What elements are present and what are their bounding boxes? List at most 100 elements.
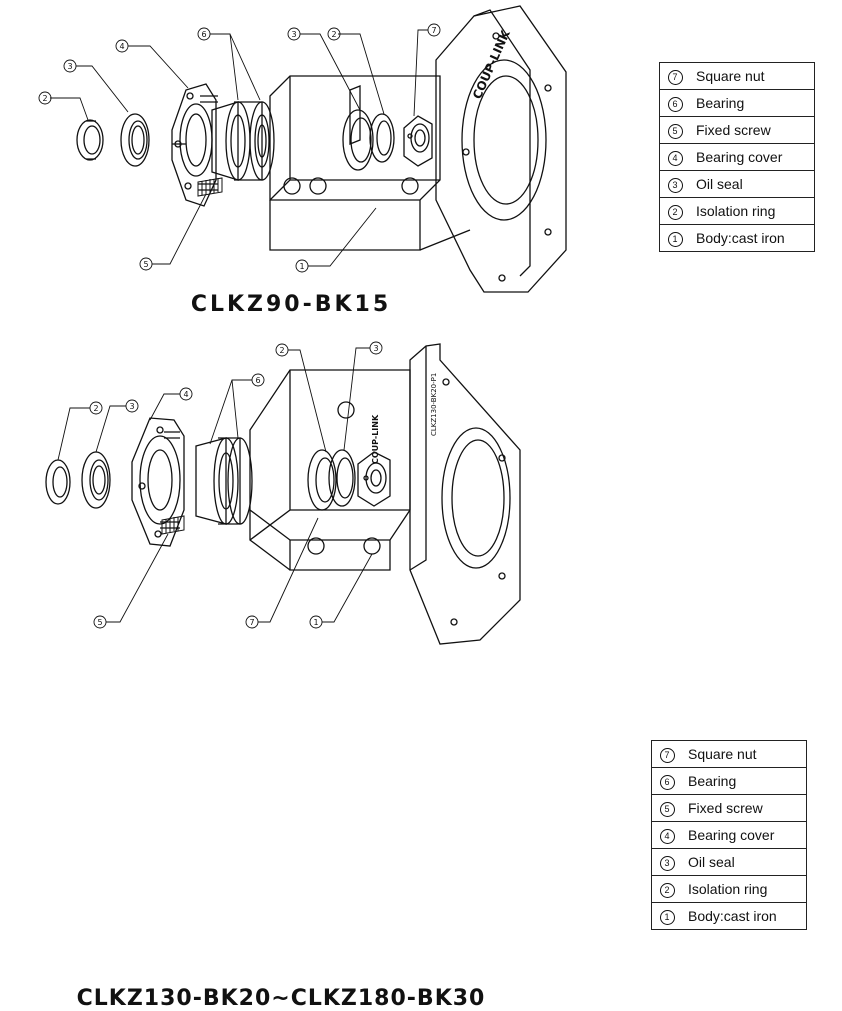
legend-row: 2 Isolation ring: [659, 197, 815, 225]
legend-label: Oil seal: [682, 848, 807, 876]
legend-number-badge: 6: [659, 775, 675, 790]
bottom-model-title: CLKZ130-BK20~CLKZ180-BK30: [76, 986, 486, 1011]
body-part: [269, 75, 471, 251]
bearing-part: [195, 437, 253, 525]
legend-number-badge: 6: [667, 97, 683, 112]
legend-row: 3 Oil seal: [659, 170, 815, 198]
legend-label: Oil seal: [690, 170, 815, 198]
top-callouts: [38, 23, 441, 273]
legend-number-badge: 5: [659, 802, 675, 817]
legend-number: 4: [651, 821, 682, 849]
fixed-screw-part: [161, 515, 185, 535]
legend-row: 4 Bearing cover: [659, 143, 815, 171]
legend-number-badge: 4: [667, 151, 683, 166]
legend-number-badge: 2: [667, 205, 683, 220]
top-legend-table: 7 Square nut 6 Bearing 5 Fixed screw 4 Bearing …: [659, 62, 815, 252]
legend-label: Fixed screw: [682, 794, 807, 822]
oil-seal-part: [120, 113, 150, 167]
legend-row: 5 Fixed screw: [651, 794, 807, 822]
legend-row: 7 Square nut: [659, 62, 815, 90]
legend-number: 1: [659, 224, 690, 252]
top-callout-2a: 2: [42, 94, 47, 103]
top-callout-7: 7: [431, 26, 436, 35]
legend-number: 1: [651, 902, 682, 930]
legend-label: Body:cast iron: [690, 224, 815, 252]
top-callout-6: 6: [201, 30, 206, 39]
legend-number: 6: [659, 89, 690, 117]
legend-label: Bearing cover: [682, 821, 807, 849]
bottom-model-text: CLKZ130-BK20-P1: [430, 373, 438, 436]
top-model-title: CLKZ90-BK15: [190, 292, 392, 317]
fixed-screw-part: [197, 177, 223, 197]
legend-number: 7: [651, 740, 682, 768]
top-callout-4: 4: [119, 42, 124, 51]
legend-number-badge: 4: [659, 829, 675, 844]
bottom-callout-2b: 2: [279, 346, 284, 355]
legend-number: 7: [659, 62, 690, 90]
bottom-callout-3b: 3: [373, 344, 378, 353]
legend-number: 2: [659, 197, 690, 225]
bottom-callout-6: 6: [255, 376, 260, 385]
legend-row: 1 Body:cast iron: [651, 902, 807, 930]
bottom-leader-lines: [57, 347, 373, 623]
top-callout-1: 1: [299, 262, 304, 271]
flange-plate-part: [409, 343, 521, 645]
legend-number-badge: 1: [667, 232, 683, 247]
bottom-diagram-panel: 2 3 4 6 2 3 5 7 1 COUP-LINK CLKZ130-BK20…: [0, 340, 842, 1011]
oil-seal-part: [81, 451, 111, 509]
legend-row: 6 Bearing: [651, 767, 807, 795]
bottom-callouts: [89, 341, 383, 629]
legend-number-badge: 5: [667, 124, 683, 139]
square-nut-part: [357, 451, 391, 507]
legend-label: Square nut: [690, 62, 815, 90]
inner-seal-parts: [307, 449, 356, 511]
isolation-ring-part: [45, 459, 71, 505]
top-callout-2b: 2: [331, 30, 336, 39]
bearing-cover-part: [131, 417, 185, 547]
legend-row: 5 Fixed screw: [659, 116, 815, 144]
bearing-cover-part: [171, 83, 218, 207]
legend-label: Body:cast iron: [682, 902, 807, 930]
isolation-ring-part: [76, 119, 104, 161]
legend-label: Bearing: [682, 767, 807, 795]
legend-number-badge: 3: [659, 856, 675, 871]
bottom-callout-4: 4: [183, 390, 188, 399]
legend-number: 6: [651, 767, 682, 795]
legend-label: Bearing cover: [690, 143, 815, 171]
bottom-brand-text: COUP-LINK: [371, 414, 380, 464]
legend-number: 5: [651, 794, 682, 822]
bottom-callout-1: 1: [313, 618, 318, 627]
legend-number: 5: [659, 116, 690, 144]
legend-row: 4 Bearing cover: [651, 821, 807, 849]
legend-number: 4: [659, 143, 690, 171]
bottom-callout-2a: 2: [93, 404, 98, 413]
legend-number-badge: 1: [659, 910, 675, 925]
legend-row: 3 Oil seal: [651, 848, 807, 876]
legend-number: 2: [651, 875, 682, 903]
legend-label: Fixed screw: [690, 116, 815, 144]
bottom-exploded-view: 2 3 4 6 2 3 5 7 1 COUP-LINK CLKZ130-BK20…: [45, 341, 521, 645]
bottom-callout-5: 5: [97, 618, 102, 627]
legend-label: Isolation ring: [690, 197, 815, 225]
legend-number: 3: [659, 170, 690, 198]
inner-seal-parts: [342, 109, 395, 171]
legend-label: Isolation ring: [682, 875, 807, 903]
square-nut-part: [403, 115, 433, 167]
top-diagram-panel: 2 3 4 6 3 2 7 5 1 COUP-LINK CLKZ90-BK15 …: [0, 0, 842, 340]
top-callout-3b: 3: [291, 30, 296, 39]
bottom-callout-3a: 3: [129, 402, 134, 411]
legend-number-badge: 7: [667, 70, 683, 85]
legend-label: Bearing: [690, 89, 815, 117]
top-callout-3a: 3: [67, 62, 72, 71]
legend-number: 3: [651, 848, 682, 876]
legend-number-badge: 7: [659, 748, 675, 763]
flange-plate-part: [435, 5, 567, 293]
bottom-callout-7: 7: [249, 618, 254, 627]
legend-number-badge: 3: [667, 178, 683, 193]
top-leader-lines: [50, 29, 428, 267]
top-exploded-view: 2 3 4 6 3 2 7 5 1 COUP-LINK: [38, 5, 567, 293]
legend-row: 1 Body:cast iron: [659, 224, 815, 252]
